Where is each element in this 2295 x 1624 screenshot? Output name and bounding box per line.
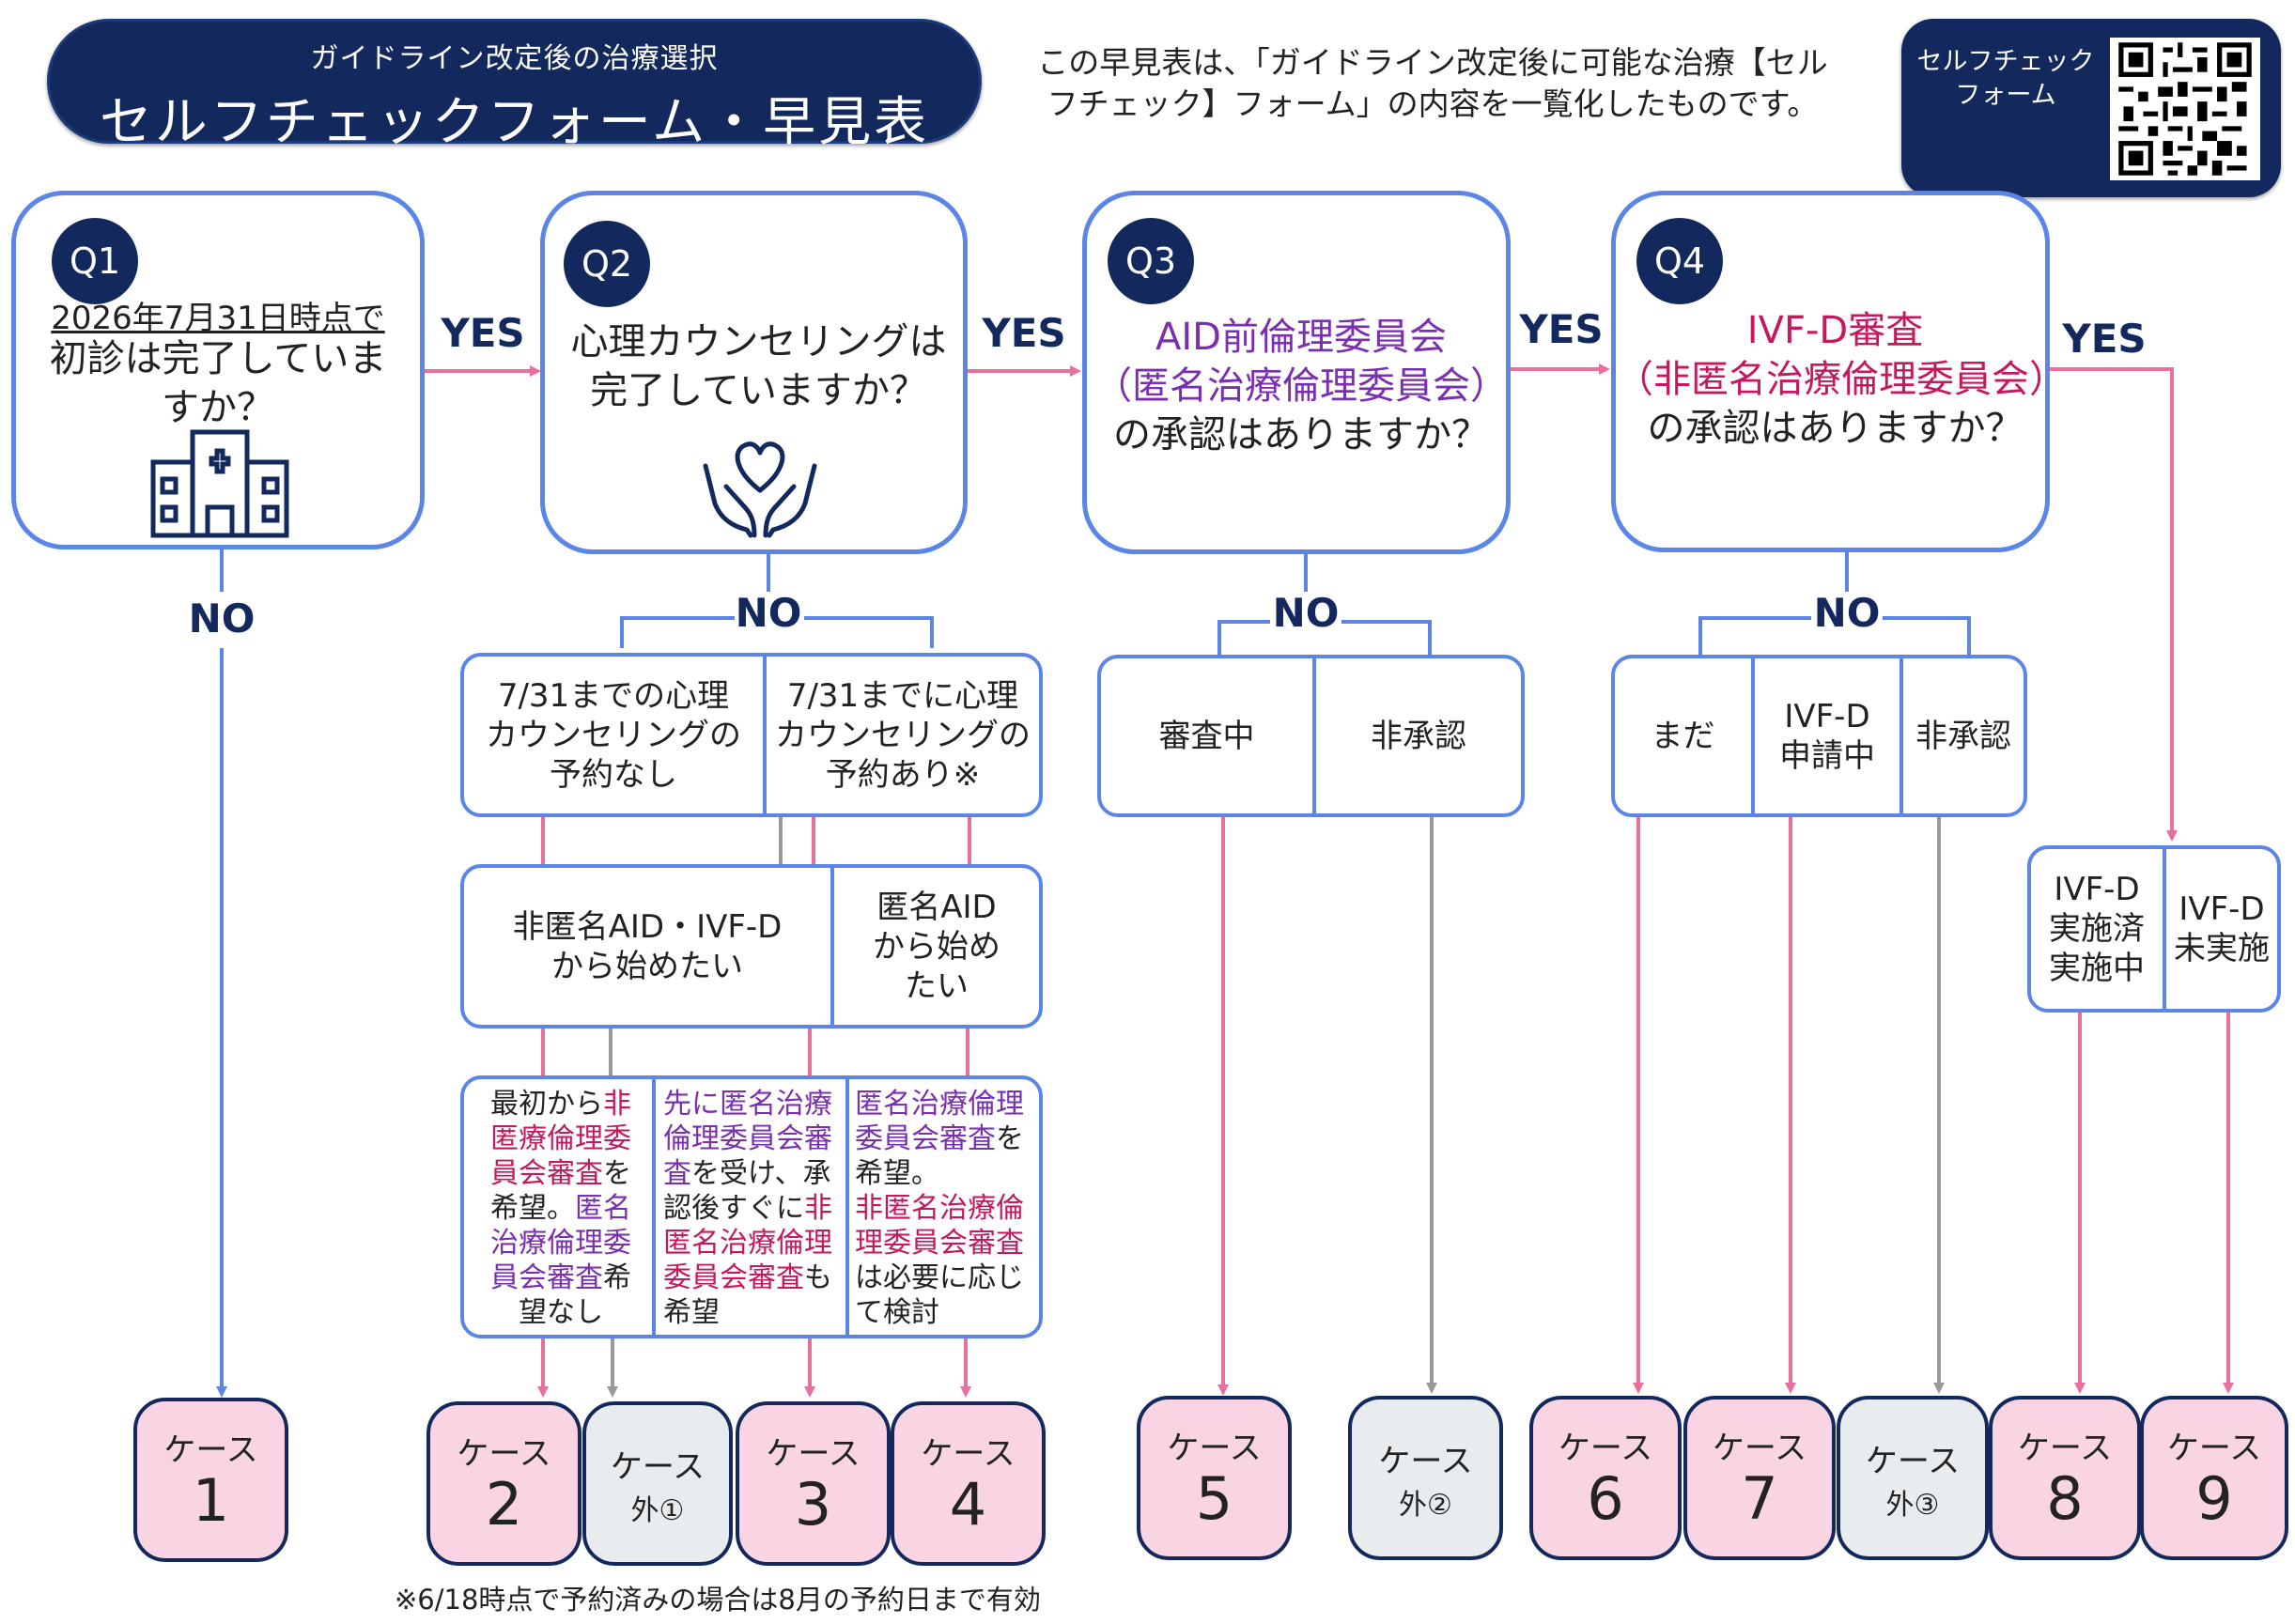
q3-no-options: 審査中 非承認	[1097, 655, 1525, 817]
q1-no-label: NO	[188, 595, 256, 642]
case-3[interactable]: ケース 3	[736, 1401, 891, 1566]
q2-no-options: 7/31までの心理カウンセリングの予約なし 7/31までに心理カウンセリングの予…	[460, 653, 1043, 817]
option-under-review[interactable]: 審査中	[1158, 717, 1255, 755]
q1-badge: Q1	[52, 218, 138, 304]
q1-question: 初診は完了していま すか？	[49, 337, 387, 429]
heart-hands-icon	[703, 441, 817, 538]
q4-badge: Q4	[1636, 218, 1723, 304]
divider	[1312, 658, 1316, 813]
page-title: セルフチェックフォーム・早見表	[99, 92, 930, 153]
case-7[interactable]: ケース 7	[1683, 1396, 1836, 1560]
case-excluded-2[interactable]: ケース 外②	[1348, 1396, 1503, 1560]
q4-question: IVF-D審査 （非匿名治療倫理委員会） の承認はありますか？	[1616, 309, 2067, 450]
divider	[1751, 658, 1755, 813]
divider	[2163, 849, 2166, 1009]
divider	[652, 1079, 656, 1335]
divider	[845, 1079, 849, 1335]
q4-no-label: NO	[1813, 590, 1881, 636]
q3-card: Q3 AID前倫理委員会 （匿名治療倫理委員会） の承認はありますか？	[1082, 191, 1511, 554]
q2-badge: Q2	[564, 221, 650, 307]
divider	[763, 657, 767, 813]
case-2[interactable]: ケース 2	[426, 1401, 582, 1566]
q3-badge: Q3	[1108, 218, 1194, 304]
divider	[1900, 658, 1903, 813]
title-subtitle: ガイドライン改定後の治療選択	[310, 42, 719, 75]
case-excluded-3[interactable]: ケース 外③	[1837, 1396, 1989, 1560]
footnote: ※6/18時点で予約済みの場合は8月の予約日まで有効	[395, 1584, 1041, 1616]
option-has-reservation[interactable]: 7/31までに心理カウンセリングの予約あり※	[775, 676, 1031, 794]
case-4[interactable]: ケース 4	[891, 1401, 1046, 1566]
case-6[interactable]: ケース 6	[1529, 1396, 1682, 1560]
q2-card: Q2 心理カウンセリングは 完了していますか？	[540, 191, 968, 554]
qr-label: セルフチェック フォーム	[1916, 47, 2095, 110]
q1-yes-label: YES	[441, 310, 525, 356]
case-excluded-1[interactable]: ケース 外①	[582, 1401, 733, 1566]
q3-yes-label: YES	[1519, 306, 1604, 352]
case-9[interactable]: ケース 9	[2140, 1396, 2288, 1560]
q1-date: 2026年7月31日時点で	[51, 300, 385, 337]
option-not-approved[interactable]: 非承認	[1915, 717, 2011, 755]
q3-no-label: NO	[1272, 590, 1340, 636]
q2-detail-options: 最初から非 匿療倫理委 員会審査を 希望。匿名 治療倫理委 員会審査希 望なし …	[460, 1075, 1043, 1338]
q4-card: Q4 IVF-D審査 （非匿名治療倫理委員会） の承認はありますか？	[1611, 191, 2067, 552]
description: この早見表は、「ガイドライン改定後に可能な治療【セル フチェック】フォーム」の内…	[1037, 44, 1828, 122]
divider	[830, 868, 834, 1025]
q1-card: Q1 2026年7月31日時点で 初診は完了していま すか？	[11, 191, 425, 549]
case-1[interactable]: ケース 1	[133, 1398, 288, 1562]
case-8[interactable]: ケース 8	[1989, 1396, 2141, 1560]
option-not-approved[interactable]: 非承認	[1371, 717, 1466, 755]
title-banner: ガイドライン改定後の治療選択 セルフチェックフォーム・早見表	[47, 19, 982, 153]
case-5[interactable]: ケース 5	[1137, 1396, 1292, 1560]
q2-no-label: NO	[735, 590, 802, 636]
qr-code-icon	[2118, 42, 2252, 176]
q3-question: AID前倫理委員会 （匿名治療倫理委員会） の承認はありますか？	[1094, 316, 1508, 456]
q4-yes-label: YES	[2062, 316, 2147, 362]
qr-code[interactable]	[2110, 38, 2260, 180]
option-no-reservation[interactable]: 7/31までの心理カウンセリングの予約なし	[486, 676, 741, 794]
q2-question: 心理カウンセリングは 完了していますか？	[570, 320, 947, 412]
detail-case-2[interactable]: 最初から非 匿療倫理委 員会審査を 希望。匿名 治療倫理委 員会審査希 望なし	[490, 1088, 631, 1329]
detail-case-4[interactable]: 匿名治療倫理 委員会審査を 希望。 非匿名治療倫 理委員会審査 は必要に応じ て…	[855, 1088, 1024, 1329]
detail-case-3[interactable]: 先に匿名治療 倫理委員会審 査を受け、承 認後すぐに非 匿名治療倫理 委員会審査…	[663, 1088, 832, 1329]
option-not-yet[interactable]: まだ	[1651, 717, 1715, 755]
q2-yes-label: YES	[982, 310, 1066, 356]
hospital-icon	[150, 429, 289, 538]
